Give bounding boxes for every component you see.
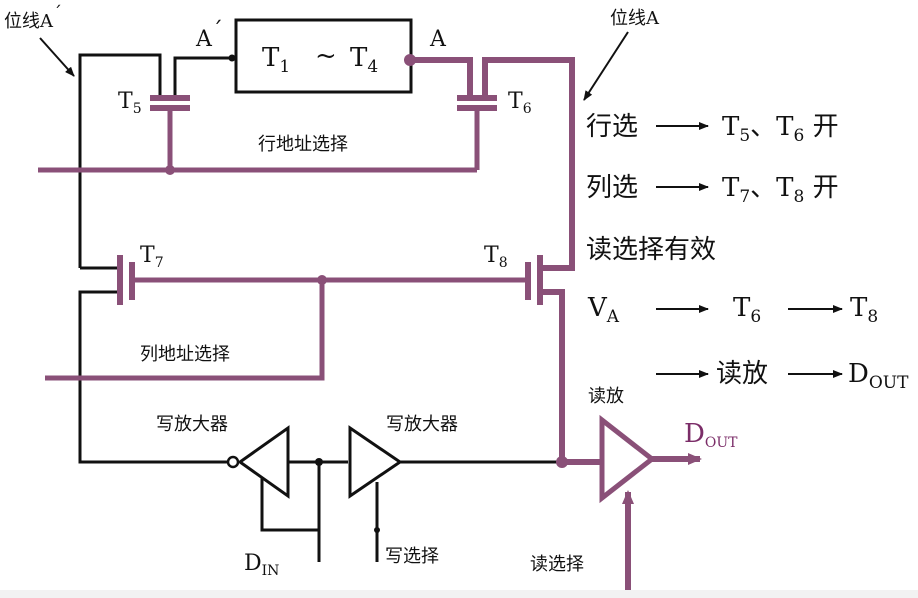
write-amp-right-label: 写放大器 bbox=[386, 414, 458, 435]
t5-label: T5 bbox=[118, 89, 142, 117]
bitline-a-prime-label: 位线A´ bbox=[4, 3, 62, 32]
note-line-1-a: 行选 bbox=[586, 112, 638, 142]
note-line-3: 读选择有效 bbox=[586, 235, 716, 265]
note-line-5-b: 读放 bbox=[716, 359, 768, 389]
t1-label: T1 bbox=[262, 43, 290, 77]
black-wires bbox=[78, 18, 562, 562]
t8-label: T8 bbox=[484, 243, 508, 271]
note-line-2-b: T7、T8 开 bbox=[722, 173, 839, 207]
note-line-4-b: T6 bbox=[733, 293, 761, 327]
note-line-1-b: T5、T6 开 bbox=[722, 112, 839, 146]
read-amp-label: 读放 bbox=[588, 386, 624, 407]
t4-label: T4 bbox=[350, 43, 378, 77]
t6-label: T6 bbox=[508, 89, 532, 117]
bitline-a-label: 位线A bbox=[610, 8, 660, 29]
write-select-label: 写选择 bbox=[385, 546, 439, 567]
note-line-5-c: DOUT bbox=[848, 359, 909, 393]
write-amp-left-label: 写放大器 bbox=[156, 414, 228, 435]
col-select-label: 列地址选择 bbox=[140, 344, 230, 365]
node-a-label: A bbox=[429, 27, 447, 52]
read-select-label: 读选择 bbox=[530, 554, 584, 575]
row-select-label: 行地址选择 bbox=[258, 134, 348, 155]
write-amp-left bbox=[226, 425, 290, 499]
din-label: DIN bbox=[244, 551, 279, 579]
note-line-4-a: VA bbox=[587, 293, 620, 327]
notes-panel: 行选 T5、T6 开 列选 T7、T8 开 读选择有效 VA T6 T8 读放 … bbox=[586, 112, 909, 393]
bottom-strip bbox=[0, 590, 918, 598]
dout-output-label: DOUT bbox=[684, 419, 738, 451]
note-line-2-a: 列选 bbox=[586, 173, 638, 203]
node-a-prime-label: A´ bbox=[195, 19, 223, 52]
purple-wires bbox=[38, 54, 702, 594]
t7-label: T7 bbox=[140, 243, 164, 271]
note-line-4-c: T8 bbox=[850, 293, 878, 327]
write-amp-right bbox=[348, 425, 403, 499]
tilde-label: ~ bbox=[315, 41, 337, 71]
